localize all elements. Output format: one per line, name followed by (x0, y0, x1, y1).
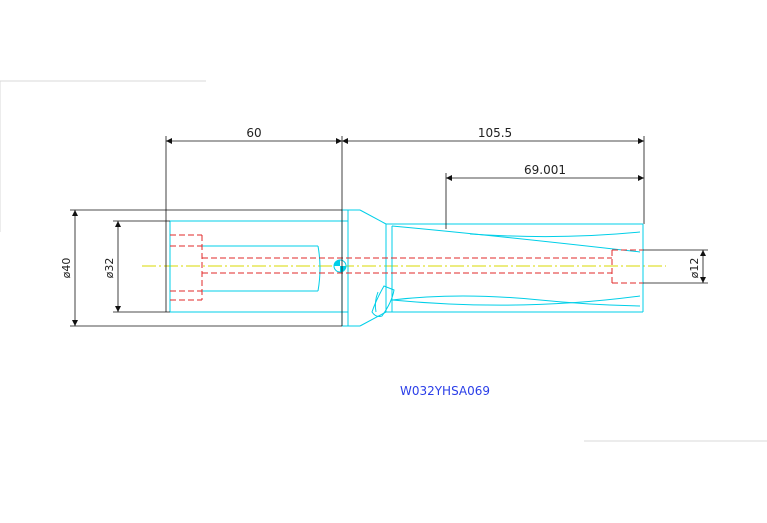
dim-shank-length: 60 (246, 126, 261, 140)
dim-overall-length: 105.5 (478, 126, 512, 140)
dim-coolant-diameter: ø12 (688, 258, 701, 279)
extension-lines (70, 136, 708, 327)
part-code-label: W032YHSA069 (400, 384, 490, 398)
sheet-frame (0, 80, 767, 442)
center-marker (333, 259, 347, 273)
tool-outline (169, 209, 644, 327)
dimension-lines (72, 138, 706, 326)
dim-shank-diameter: ø40 (60, 258, 73, 279)
dim-flute-length: 69.001 (524, 163, 566, 177)
dim-body-diameter: ø32 (103, 258, 116, 279)
hidden-lines (170, 234, 643, 301)
